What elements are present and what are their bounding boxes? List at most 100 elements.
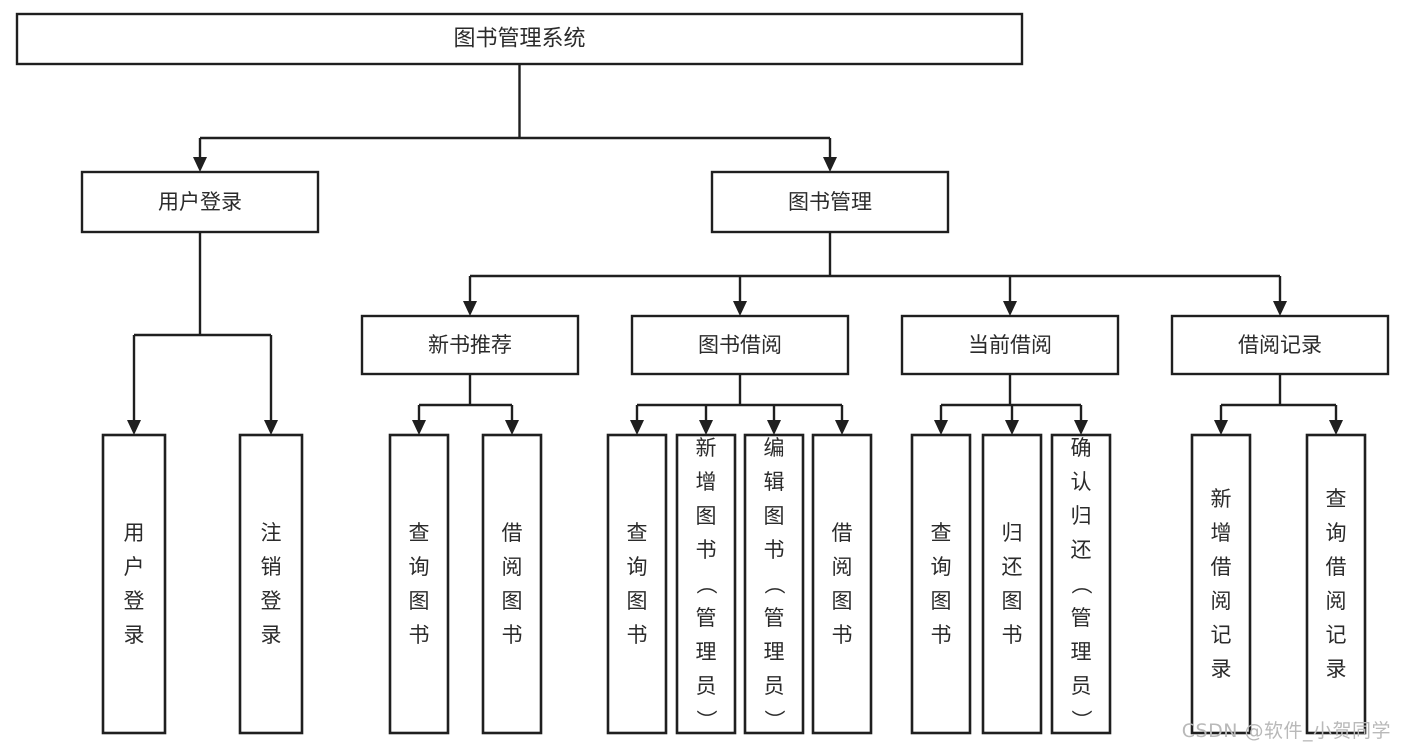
node-leaf-return-book[interactable] [981,433,1043,735]
root-label: 图书管理系统 [453,27,585,52]
glyph: 查 [1326,487,1347,511]
glyph: 增 [696,470,717,494]
glyph: 书 [502,623,523,647]
arrowhead-icon [1003,301,1017,316]
glyph: 询 [1326,521,1347,545]
glyph: 辑 [764,470,785,494]
glyph: （ [1069,574,1093,595]
arrowhead-icon [505,420,519,435]
node-leaf-user-logout[interactable] [238,433,304,735]
arrowhead-icon [835,420,849,435]
glyph: 销 [261,555,282,579]
node-leaf-edit-book[interactable] [743,433,805,735]
node-leaf-user-login[interactable] [101,433,167,735]
arrowhead-icon [767,420,781,435]
glyph: 图 [502,589,523,613]
node-label-current-borrow: 当前借阅 [968,333,1052,357]
glyph: 录 [1211,657,1232,681]
glyph: 查 [627,521,648,545]
glyph: 查 [931,521,952,545]
glyph: 图 [764,504,785,528]
node-new-book-recommend[interactable] [360,314,580,376]
node-leaf-add-record[interactable] [1190,433,1252,735]
node-leaf-query-book-3[interactable] [910,433,972,735]
glyph: 询 [627,555,648,579]
node-leaf-borrow-book-2[interactable] [811,433,873,735]
node-leaf-query-book-2[interactable] [606,433,668,735]
glyph: 增 [1211,521,1232,545]
arrowhead-icon [630,420,644,435]
node-layer: 图书管理系统用户登录图书管理新书推荐图书借阅当前借阅借阅记录用户登录注销登录查询… [15,12,1390,735]
arrowhead-icon [733,301,747,316]
arrowhead-icon [1074,420,1088,435]
glyph: 管 [696,606,717,630]
node-book-management[interactable] [710,170,950,234]
glyph: 图 [832,589,853,613]
glyph: 认 [1071,470,1092,494]
arrowhead-icon [934,420,948,435]
node-leaf-borrow-book-1[interactable] [481,433,543,735]
connector-layer [127,64,1343,435]
glyph: 员 [696,674,717,698]
glyph: 员 [1071,674,1092,698]
node-label-user-login: 用户登录 [158,190,242,214]
glyph: 登 [124,589,145,613]
arrowhead-icon [127,420,141,435]
glyph: 阅 [1326,589,1347,613]
node-leaf-query-book-1[interactable] [388,433,450,735]
glyph: 书 [931,623,952,647]
node-leaf-add-book[interactable] [675,433,737,735]
glyph: 查 [409,521,430,545]
arrowhead-icon [1214,420,1228,435]
arrowhead-icon [1005,420,1019,435]
node-book-borrow[interactable] [630,314,850,376]
glyph: 图 [627,589,648,613]
glyph: 录 [261,623,282,647]
glyph: 理 [696,640,717,664]
glyph: 借 [1211,555,1232,579]
arrowhead-icon [193,157,207,172]
glyph: 借 [1326,555,1347,579]
node-label-book-management: 图书管理 [788,190,872,214]
glyph: 记 [1326,623,1347,647]
node-root-title[interactable] [15,12,1024,66]
glyph: 阅 [832,555,853,579]
glyph: （ [694,574,718,595]
glyph: （ [762,574,786,595]
glyph: 书 [1002,623,1023,647]
glyph: 书 [627,623,648,647]
watermark-text: CSDN @软件_小贺同学 [1181,720,1391,742]
glyph: 管 [764,606,785,630]
glyph: 记 [1211,623,1232,647]
node-current-borrow[interactable] [900,314,1120,376]
node-user-login[interactable] [80,170,320,234]
glyph: 用 [124,521,145,545]
arrowhead-icon [699,420,713,435]
glyph: 图 [1002,589,1023,613]
node-label-new-book-recommend: 新书推荐 [428,333,512,357]
glyph: 书 [696,538,717,562]
glyph: 阅 [502,555,523,579]
glyph: 图 [931,589,952,613]
glyph: 理 [764,640,785,664]
glyph: 还 [1002,555,1023,579]
glyph: 归 [1002,521,1023,545]
arrowhead-icon [264,420,278,435]
node-borrow-records[interactable] [1170,314,1390,376]
glyph: 录 [1326,657,1347,681]
node-leaf-query-record[interactable] [1305,433,1367,735]
node-leaf-confirm-return[interactable] [1050,433,1112,735]
glyph: 确 [1071,436,1092,460]
glyph: 注 [261,521,282,545]
glyph: 归 [1071,504,1092,528]
